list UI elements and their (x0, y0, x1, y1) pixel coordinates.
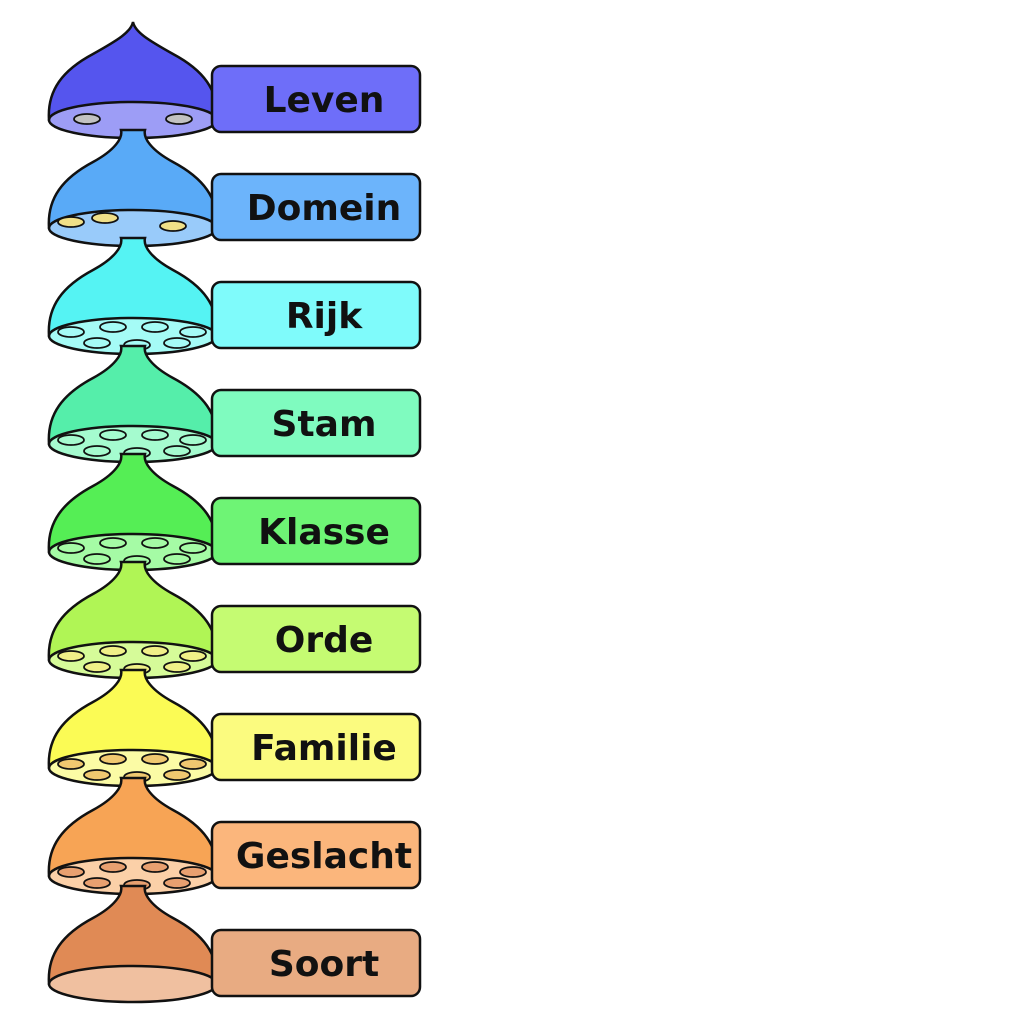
rank-label-rijk: Rijk (210, 280, 422, 350)
rim-hole (99, 753, 127, 765)
rim-hole (141, 861, 169, 873)
rim-hole (83, 337, 111, 349)
rank-label-domein: Domein (210, 172, 422, 242)
label-text: Stam (272, 404, 377, 445)
rim-hole (179, 542, 207, 554)
label-box (210, 388, 422, 458)
rim-hole (141, 753, 169, 765)
rim-hole (99, 861, 127, 873)
rim-hole (83, 769, 111, 781)
rank-label-leven: Leven (210, 64, 422, 134)
rank-label-stack: LevenDomeinRijkStamKlasseOrdeFamilieGesl… (210, 64, 422, 998)
label-text: Domein (247, 188, 402, 229)
rank-label-klasse: Klasse (210, 496, 422, 566)
rim-hole (179, 434, 207, 446)
rim-hole (57, 434, 85, 446)
rim-hole (57, 216, 85, 228)
rank-dome-orde (47, 560, 219, 680)
rank-dome-soort (47, 884, 219, 1004)
rim-hole (141, 537, 169, 549)
label-box (210, 496, 422, 566)
rim-hole (57, 650, 85, 662)
dome-body (47, 21, 219, 122)
rim-hole (57, 326, 85, 338)
rim-hole (179, 866, 207, 878)
rank-label-geslacht: Geslacht (210, 820, 422, 890)
rim-hole (141, 429, 169, 441)
rim-hole (163, 337, 191, 349)
label-box (210, 172, 422, 242)
dome-body (47, 884, 219, 986)
label-text: Familie (251, 728, 397, 769)
rim-hole (57, 758, 85, 770)
dome-body (47, 560, 219, 662)
dome-stack (47, 21, 219, 1004)
label-box (210, 820, 422, 890)
label-text: Klasse (258, 512, 390, 553)
rank-dome-domein (47, 128, 219, 248)
rim-hole (179, 758, 207, 770)
label-text: Orde (275, 620, 374, 661)
rim-hole (83, 553, 111, 565)
label-text: Geslacht (236, 836, 412, 877)
label-text: Soort (269, 944, 379, 985)
rim-hole (99, 321, 127, 333)
rim-hole (163, 445, 191, 457)
label-box (210, 712, 422, 782)
rim-hole (141, 321, 169, 333)
rank-label-soort: Soort (210, 928, 422, 998)
rim-hole (179, 326, 207, 338)
rim-hole (91, 212, 119, 224)
rim-hole (179, 650, 207, 662)
rank-dome-rijk (47, 236, 219, 356)
rim-hole (165, 113, 193, 125)
dome-body (47, 128, 219, 230)
label-box (210, 928, 422, 998)
dome-rim (47, 964, 219, 1004)
label-text: Rijk (286, 296, 363, 337)
rim-hole (159, 220, 187, 232)
rim-hole (163, 877, 191, 889)
rank-label-familie: Familie (210, 712, 422, 782)
rim-hole (163, 661, 191, 673)
dome-body (47, 344, 219, 446)
rim-hole (57, 866, 85, 878)
rank-label-stam: Stam (210, 388, 422, 458)
dome-body (47, 776, 219, 878)
label-box (210, 604, 422, 674)
rank-dome-stam (47, 344, 219, 464)
label-text: Leven (264, 80, 385, 121)
rim-hole (163, 769, 191, 781)
label-box (210, 64, 422, 134)
dome-body (47, 452, 219, 554)
rim-hole (141, 645, 169, 657)
rank-dome-leven (47, 21, 219, 140)
rank-label-orde: Orde (210, 604, 422, 674)
rim-hole (83, 661, 111, 673)
label-box (210, 280, 422, 350)
rank-dome-familie (47, 668, 219, 788)
rim-hole (83, 877, 111, 889)
rank-dome-geslacht (47, 776, 219, 896)
rim-hole (73, 113, 101, 125)
rim-hole (57, 542, 85, 554)
dome-body (47, 236, 219, 338)
rim-hole (83, 445, 111, 457)
rim-hole (99, 645, 127, 657)
rim-hole (99, 537, 127, 549)
rim-hole (163, 553, 191, 565)
rank-dome-klasse (47, 452, 219, 572)
rim-hole (99, 429, 127, 441)
dome-body (47, 668, 219, 770)
